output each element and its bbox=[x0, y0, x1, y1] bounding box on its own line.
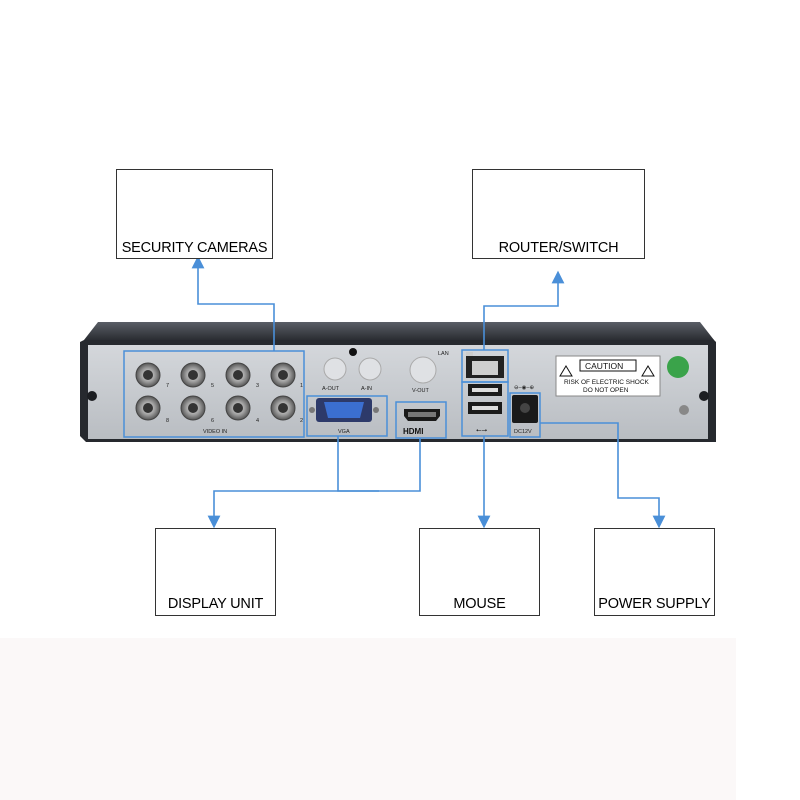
power-supply-box: POWER SUPPLY bbox=[594, 528, 715, 616]
display-unit-label: DISPLAY UNIT bbox=[167, 596, 264, 612]
dc-label: DC12V bbox=[514, 429, 532, 435]
power-supply-label: POWER SUPPLY bbox=[598, 596, 711, 612]
video-in-label: VIDEO IN bbox=[203, 429, 227, 435]
audio-out-jack bbox=[323, 357, 347, 381]
bnc-number: 7 bbox=[166, 383, 169, 389]
hdmi-label: HDMI bbox=[403, 427, 423, 436]
v-out-label: V-OUT bbox=[412, 388, 429, 394]
bnc-number: 6 bbox=[211, 418, 214, 424]
caution-title: CAUTION bbox=[585, 361, 623, 371]
lan-port bbox=[466, 352, 504, 378]
connector-lines bbox=[191, 255, 666, 529]
ground-screw bbox=[679, 405, 689, 415]
usb-ports: ⭠⭢ bbox=[468, 384, 502, 434]
highlight-video-in bbox=[123, 350, 305, 438]
caution-line1: RISK OF ELECTRIC SHOCK bbox=[564, 379, 650, 386]
bnc-connector bbox=[270, 395, 296, 421]
pinhole bbox=[349, 348, 357, 356]
bnc-connector bbox=[180, 395, 206, 421]
usb-symbol: ⭠⭢ bbox=[476, 426, 488, 434]
video-out-jack bbox=[409, 356, 437, 384]
svg-text:⊖–◉–⊕: ⊖–◉–⊕ bbox=[514, 385, 535, 391]
dvr-recorder: 7 5 3 1 8 6 4 2 VIDEO IN A-OUT A-IN VGA … bbox=[80, 322, 716, 442]
bnc-number: 8 bbox=[166, 418, 169, 424]
highlight-dc bbox=[509, 392, 541, 438]
line-vga-hdmi bbox=[337, 436, 421, 492]
port-highlights bbox=[123, 349, 541, 439]
caution-label: CAUTION RISK OF ELECTRIC SHOCK DO NOT OP… bbox=[555, 355, 661, 397]
router-switch-box: ROUTER/SWITCH bbox=[472, 169, 645, 259]
mouse-label: MOUSE bbox=[453, 596, 506, 612]
recycle-badge bbox=[667, 356, 689, 378]
highlight-hdmi bbox=[395, 401, 447, 439]
router-switch-label: ROUTER/SWITCH bbox=[498, 240, 619, 256]
dc-power-jack: ⊖–◉–⊕ DC12V bbox=[512, 385, 538, 435]
a-out-label: A-OUT bbox=[322, 386, 340, 392]
vga-label: VGA bbox=[338, 429, 350, 435]
a-in-label: A-IN bbox=[361, 386, 372, 392]
caution-line2: DO NOT OPEN bbox=[583, 387, 629, 394]
bnc-number: 5 bbox=[211, 383, 214, 389]
bnc-connector bbox=[225, 395, 251, 421]
line-cameras bbox=[191, 255, 275, 351]
bnc-connector bbox=[135, 395, 161, 421]
audio-in-jack bbox=[358, 357, 382, 381]
bnc-connector bbox=[225, 362, 251, 388]
highlight-usb bbox=[461, 381, 509, 437]
display-unit-box: DISPLAY UNIT bbox=[155, 528, 276, 616]
security-cameras-box: SECURITY CAMERAS bbox=[116, 169, 273, 259]
line-display bbox=[207, 490, 379, 529]
highlight-vga bbox=[306, 395, 388, 437]
vga-port: VGA bbox=[309, 398, 379, 435]
bnc-number: 2 bbox=[300, 418, 303, 424]
bnc-number: 4 bbox=[256, 418, 259, 424]
lan-label: LAN bbox=[438, 351, 449, 357]
line-router bbox=[483, 270, 565, 350]
bnc-number: 3 bbox=[256, 383, 259, 389]
bnc-video-inputs: 7 5 3 1 8 6 4 2 VIDEO IN bbox=[135, 362, 303, 435]
bnc-connector bbox=[270, 362, 296, 388]
bnc-connector bbox=[180, 362, 206, 388]
hdmi-port: HDMI bbox=[403, 409, 440, 436]
security-cameras-label: SECURITY CAMERAS bbox=[121, 240, 268, 256]
mouse-box: MOUSE bbox=[419, 528, 540, 616]
bnc-connector bbox=[135, 362, 161, 388]
background-band bbox=[0, 638, 736, 800]
line-power bbox=[540, 422, 666, 529]
bnc-number: 1 bbox=[300, 383, 303, 389]
